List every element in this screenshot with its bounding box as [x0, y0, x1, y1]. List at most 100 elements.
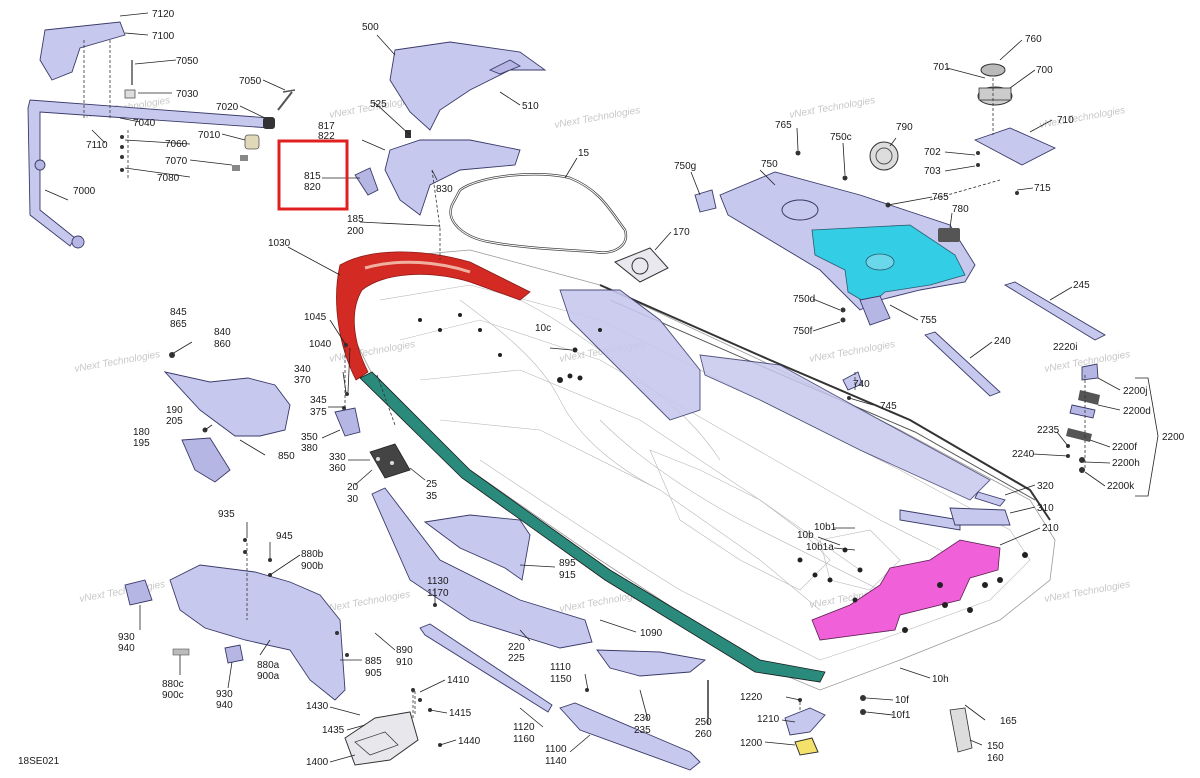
callout-880a: 880a — [257, 660, 280, 671]
callout-345: 345 — [310, 395, 327, 406]
callout-370: 370 — [294, 375, 311, 386]
callout-817: 817 — [318, 121, 335, 132]
callout-900b: 900b — [301, 561, 324, 572]
callout-1435: 1435 — [322, 725, 345, 736]
callout-250: 250 — [695, 717, 712, 728]
callout-245: 245 — [1073, 280, 1090, 291]
callout-710: 710 — [1057, 115, 1074, 126]
callout-160: 160 — [987, 753, 1004, 764]
callout-7040: 7040 — [133, 118, 156, 129]
callout-865: 865 — [170, 319, 187, 330]
callout-1410: 1410 — [447, 675, 470, 686]
callout-880b: 880b — [301, 549, 324, 560]
callout-1110: 1110 — [550, 662, 571, 673]
callout-765: 765 — [775, 120, 792, 131]
strip-part-240 — [924, 331, 1001, 397]
callout-755: 755 — [920, 315, 937, 326]
callout-7080: 7080 — [157, 173, 180, 184]
callout-7050: 7050 — [176, 56, 199, 67]
callout-1400: 1400 — [306, 757, 329, 768]
callout-1200: 1200 — [740, 738, 763, 749]
callout-940: 940 — [118, 643, 135, 654]
callout-860: 860 — [214, 339, 231, 350]
callout-500: 500 — [362, 22, 379, 33]
callout-260: 260 — [695, 729, 712, 740]
callout-885: 885 — [365, 656, 382, 667]
watermark-layer: vNext Technologies vNext Technologies vN… — [74, 95, 1131, 615]
callout-320: 320 — [1037, 481, 1054, 492]
callout-240: 240 — [994, 336, 1011, 347]
callout-170: 170 — [673, 227, 690, 238]
callout-195: 195 — [133, 438, 150, 449]
callout-930: 930 — [118, 632, 135, 643]
callout-940: 940 — [216, 700, 233, 711]
callout-1040: 1040 — [309, 339, 332, 350]
callout-750c: 750c — [830, 132, 852, 143]
callout-1430: 1430 — [306, 701, 329, 712]
callout-510: 510 — [522, 101, 539, 112]
callout-1030: 1030 — [268, 238, 291, 249]
callout-890: 890 — [396, 645, 413, 656]
callout-905: 905 — [365, 668, 382, 679]
callout-180: 180 — [133, 427, 150, 438]
strip-part-245 — [1003, 281, 1106, 341]
callout-7070: 7070 — [165, 156, 188, 167]
plate-part-150 — [949, 707, 973, 753]
callout-7050: 7050 — [239, 76, 262, 87]
gasket-part-15 — [449, 173, 628, 254]
callout-930: 930 — [216, 689, 233, 700]
callout-750d: 750d — [793, 294, 815, 305]
upper-covers — [354, 41, 547, 216]
callout-1045: 1045 — [304, 312, 327, 323]
callout-790: 790 — [896, 122, 913, 133]
watermark: vNext Technologies — [1039, 105, 1126, 131]
callout-702: 702 — [924, 147, 941, 158]
callout-380: 380 — [301, 443, 318, 454]
callout-7020: 7020 — [216, 102, 239, 113]
callout-745: 745 — [880, 401, 897, 412]
callout-895: 895 — [559, 558, 576, 569]
callout-830: 830 — [436, 184, 453, 195]
callout-2200k: 2200k — [1107, 481, 1135, 492]
hull-body — [349, 249, 1056, 691]
watermark: vNext Technologies — [329, 339, 416, 365]
cup-holder-assembly — [973, 63, 1057, 195]
watermark: vNext Technologies — [554, 105, 641, 131]
callout-910: 910 — [396, 657, 413, 668]
callout-330: 330 — [329, 452, 346, 463]
callout-2200f: 2200f — [1112, 442, 1137, 453]
plate-part-170 — [614, 247, 669, 283]
diagram-code: 18SE021 — [18, 756, 60, 767]
callout-2200j: 2200j — [1123, 386, 1147, 397]
watermark: vNext Technologies — [789, 95, 876, 121]
callout-525: 525 — [370, 99, 387, 110]
callout-750g: 750g — [674, 161, 696, 172]
storage-tray-assembly — [694, 141, 976, 326]
callout-900a: 900a — [257, 671, 280, 682]
callout-190: 190 — [166, 405, 183, 416]
callout-10h: 10h — [932, 674, 949, 685]
callout-840: 840 — [214, 327, 231, 338]
callout-310: 310 — [1037, 503, 1054, 514]
rubstrip-part-1090 — [359, 371, 826, 683]
callout-815: 815 — [304, 171, 321, 182]
callout-1160: 1160 — [513, 734, 535, 745]
callout-900c: 900c — [162, 690, 184, 701]
callout-165: 165 — [1000, 716, 1017, 727]
callout-10f1: 10f1 — [891, 710, 911, 721]
callout-10f: 10f — [895, 695, 909, 706]
callout-820: 820 — [304, 182, 321, 193]
callout-2200d: 2200d — [1123, 406, 1151, 417]
cleat-assembly-2200 — [1066, 363, 1100, 473]
panel-part-895 — [423, 514, 531, 581]
callout-2240: 2240 — [1012, 449, 1035, 460]
callout-1440: 1440 — [458, 736, 481, 747]
callout-700: 700 — [1036, 65, 1053, 76]
callout-701: 701 — [933, 62, 950, 73]
callout-780: 780 — [952, 204, 969, 215]
callout-740: 740 — [853, 379, 870, 390]
callout-760: 760 — [1025, 34, 1042, 45]
callout-945: 945 — [276, 531, 293, 542]
